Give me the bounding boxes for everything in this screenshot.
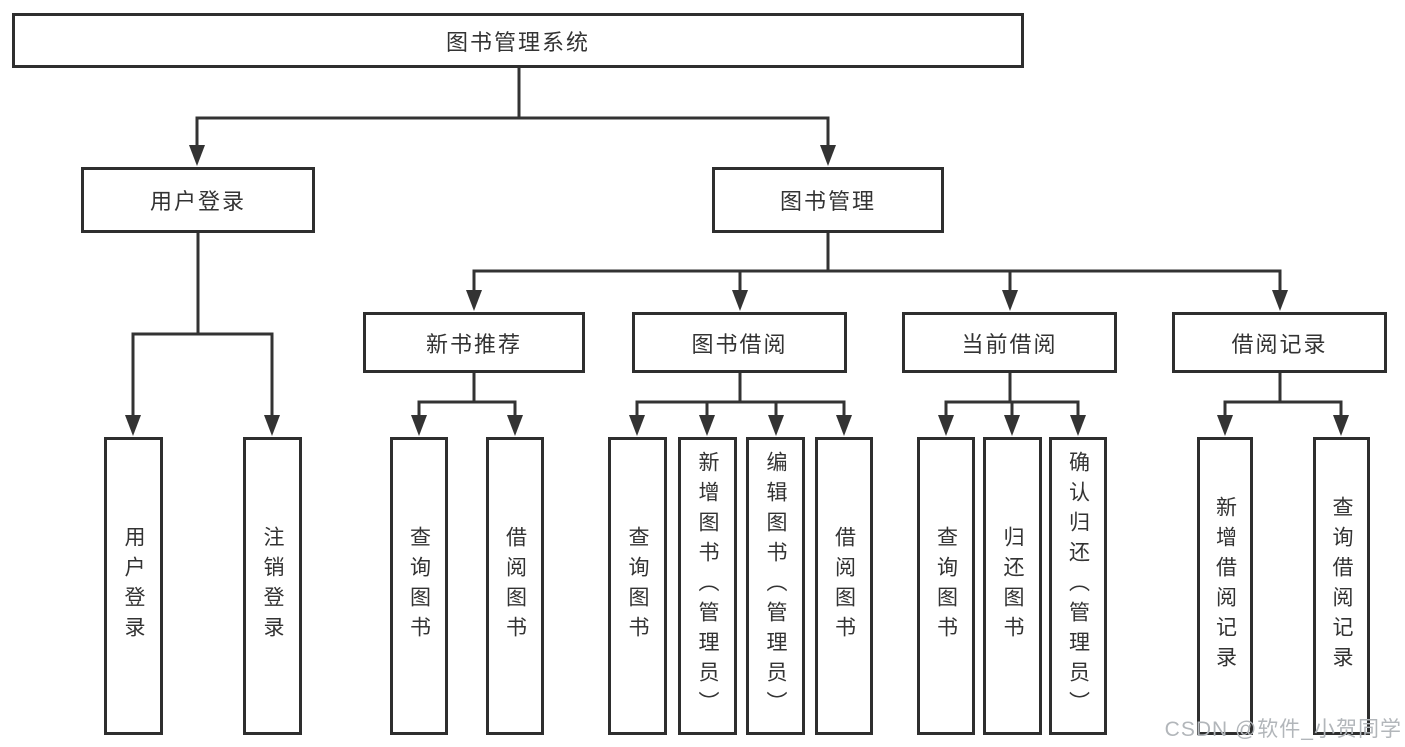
node-label: 归还图书 (1001, 526, 1024, 646)
node-label: 借阅图书 (832, 526, 856, 646)
node-label: 确认归还（管理员） (1066, 451, 1090, 721)
node-label: 查询借阅记录 (1330, 496, 1353, 676)
arrow-head (732, 290, 748, 311)
leaf-current-query-books: 查询图书 (917, 437, 975, 735)
node-label: 图书管理系统 (445, 29, 590, 55)
leaf-logout: 注销登录 (243, 437, 302, 735)
leaf-records-query-record: 查询借阅记录 (1313, 437, 1370, 735)
leaf-recommend-borrow-books: 借阅图书 (486, 437, 544, 735)
node-user-login: 用户登录 (81, 167, 315, 233)
arrow-head (264, 415, 280, 436)
arrow-head (125, 415, 141, 436)
arrow-head (411, 415, 427, 436)
arrow-head (836, 415, 852, 436)
leaf-borrowing-add-book-admin: 新增图书（管理员） (678, 437, 737, 735)
arrow-head (1002, 290, 1018, 311)
node-label: 查询图书 (934, 526, 958, 646)
node-label: 当前借阅 (961, 331, 1058, 357)
node-book-borrowing: 图书借阅 (632, 312, 847, 373)
leaf-current-confirm-return-admin: 确认归还（管理员） (1049, 437, 1107, 735)
connector-book-management-to-sections (466, 231, 1288, 311)
leaf-recommend-query-books: 查询图书 (390, 437, 448, 735)
leaf-borrowing-query-books: 查询图书 (608, 437, 667, 735)
csdn-watermark: CSDN @软件_小贺同学 (1164, 718, 1402, 741)
connector-user-login-to-leaves (125, 231, 280, 436)
arrow-head (189, 145, 205, 166)
arrow-head (768, 415, 784, 436)
node-label: 图书管理 (779, 189, 876, 214)
connector-new-book-recommend-to-leaves (411, 371, 523, 436)
connector-borrowing-records-to-leaves (1217, 371, 1349, 436)
connector-book-borrowing-to-leaves (629, 371, 852, 436)
node-label: 用户登录 (122, 526, 145, 646)
arrow-head (1217, 415, 1233, 436)
arrow-head (820, 145, 836, 166)
node-label: 借阅图书 (503, 526, 527, 646)
connector-current-borrowing-to-leaves (938, 371, 1086, 436)
arrow-head (699, 415, 715, 436)
arrow-head (507, 415, 523, 436)
node-book-management: 图书管理 (712, 167, 944, 233)
leaf-borrowing-edit-book-admin: 编辑图书（管理员） (746, 437, 805, 735)
node-label: 图书借阅 (691, 331, 788, 357)
node-label: 编辑图书（管理员） (764, 451, 787, 721)
node-label: 用户登录 (149, 189, 246, 214)
node-borrowing-records: 借阅记录 (1172, 312, 1387, 373)
arrow-head (466, 290, 482, 311)
node-label: 新增借阅记录 (1213, 496, 1237, 676)
node-new-book-recommend: 新书推荐 (363, 312, 585, 373)
node-root-library-system: 图书管理系统 (12, 13, 1024, 68)
node-label: 新书推荐 (425, 331, 522, 357)
node-current-borrowing: 当前借阅 (902, 312, 1117, 373)
leaf-records-add-record: 新增借阅记录 (1197, 437, 1253, 735)
node-label: 注销登录 (261, 526, 284, 646)
arrow-head (938, 415, 954, 436)
node-label: 借阅记录 (1231, 331, 1328, 357)
node-label: 查询图书 (407, 526, 431, 646)
connector-root-to-branches (189, 66, 836, 166)
arrow-head (1070, 415, 1086, 436)
node-label: 查询图书 (626, 526, 649, 646)
arrow-head (1272, 290, 1288, 311)
node-label: 新增图书（管理员） (696, 451, 719, 721)
arrow-head (629, 415, 645, 436)
leaf-user-login: 用户登录 (104, 437, 163, 735)
arrow-head (1004, 415, 1020, 436)
leaf-borrowing-borrow-books: 借阅图书 (815, 437, 873, 735)
arrow-head (1333, 415, 1349, 436)
leaf-current-return-books: 归还图书 (983, 437, 1042, 735)
